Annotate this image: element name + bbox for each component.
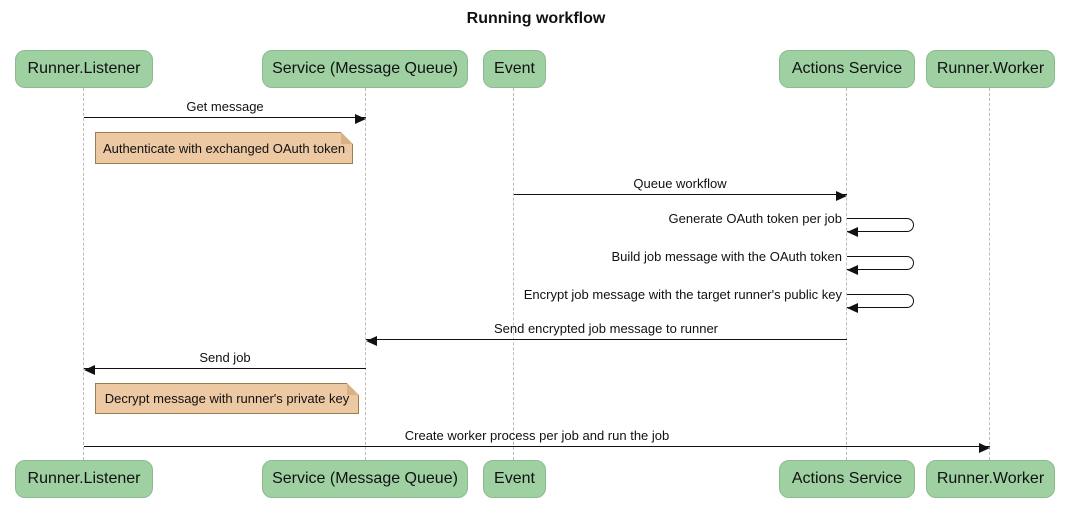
message-arrow-create-worker-process (84, 442, 990, 453)
lifeline-service-message-queue (365, 88, 366, 460)
self-loop-build-job-message (847, 256, 914, 275)
message-arrow-send-job (84, 364, 366, 375)
participant-top-runner-worker: Runner.Worker (926, 50, 1055, 88)
lifeline-event (513, 88, 514, 460)
self-loop-encrypt-job-message (847, 294, 914, 313)
participant-bottom-runner-worker: Runner.Worker (926, 460, 1055, 498)
message-label-send-job: Send job (199, 350, 251, 365)
message-arrow-queue-workflow (514, 190, 847, 201)
message-label-get-message: Get message (186, 99, 264, 114)
message-label-queue-workflow: Queue workflow (633, 176, 727, 191)
participant-top-runner-listener: Runner.Listener (15, 50, 153, 88)
message-label-create-worker-process: Create worker process per job and run th… (404, 428, 670, 443)
lifeline-actions-service (846, 88, 847, 460)
note-decrypt-private-key: Decrypt message with runner's private ke… (95, 383, 359, 414)
participant-bottom-event: Event (483, 460, 546, 498)
message-label-send-encrypted-job: Send encrypted job message to runner (493, 321, 719, 336)
diagram-title: Running workflow (466, 10, 606, 27)
note-authenticate-oauth: Authenticate with exchanged OAuth token (95, 132, 353, 164)
participant-top-event: Event (483, 50, 546, 88)
participant-top-service-message-queue: Service (Message Queue) (262, 50, 468, 88)
lifeline-runner-listener (83, 88, 84, 460)
message-label-build-job-message: Build job message with the OAuth token (611, 249, 842, 264)
message-label-encrypt-job-message: Encrypt job message with the target runn… (523, 287, 842, 302)
message-label-generate-oauth-token: Generate OAuth token per job (668, 211, 842, 226)
lifeline-runner-worker (989, 88, 990, 460)
message-arrow-get-message (84, 113, 366, 124)
participant-bottom-service-message-queue: Service (Message Queue) (262, 460, 468, 498)
participant-top-actions-service: Actions Service (779, 50, 915, 88)
participant-bottom-actions-service: Actions Service (779, 460, 915, 498)
participant-bottom-runner-listener: Runner.Listener (15, 460, 153, 498)
self-loop-generate-oauth-token (847, 218, 914, 237)
message-arrow-send-encrypted-job (366, 335, 847, 346)
